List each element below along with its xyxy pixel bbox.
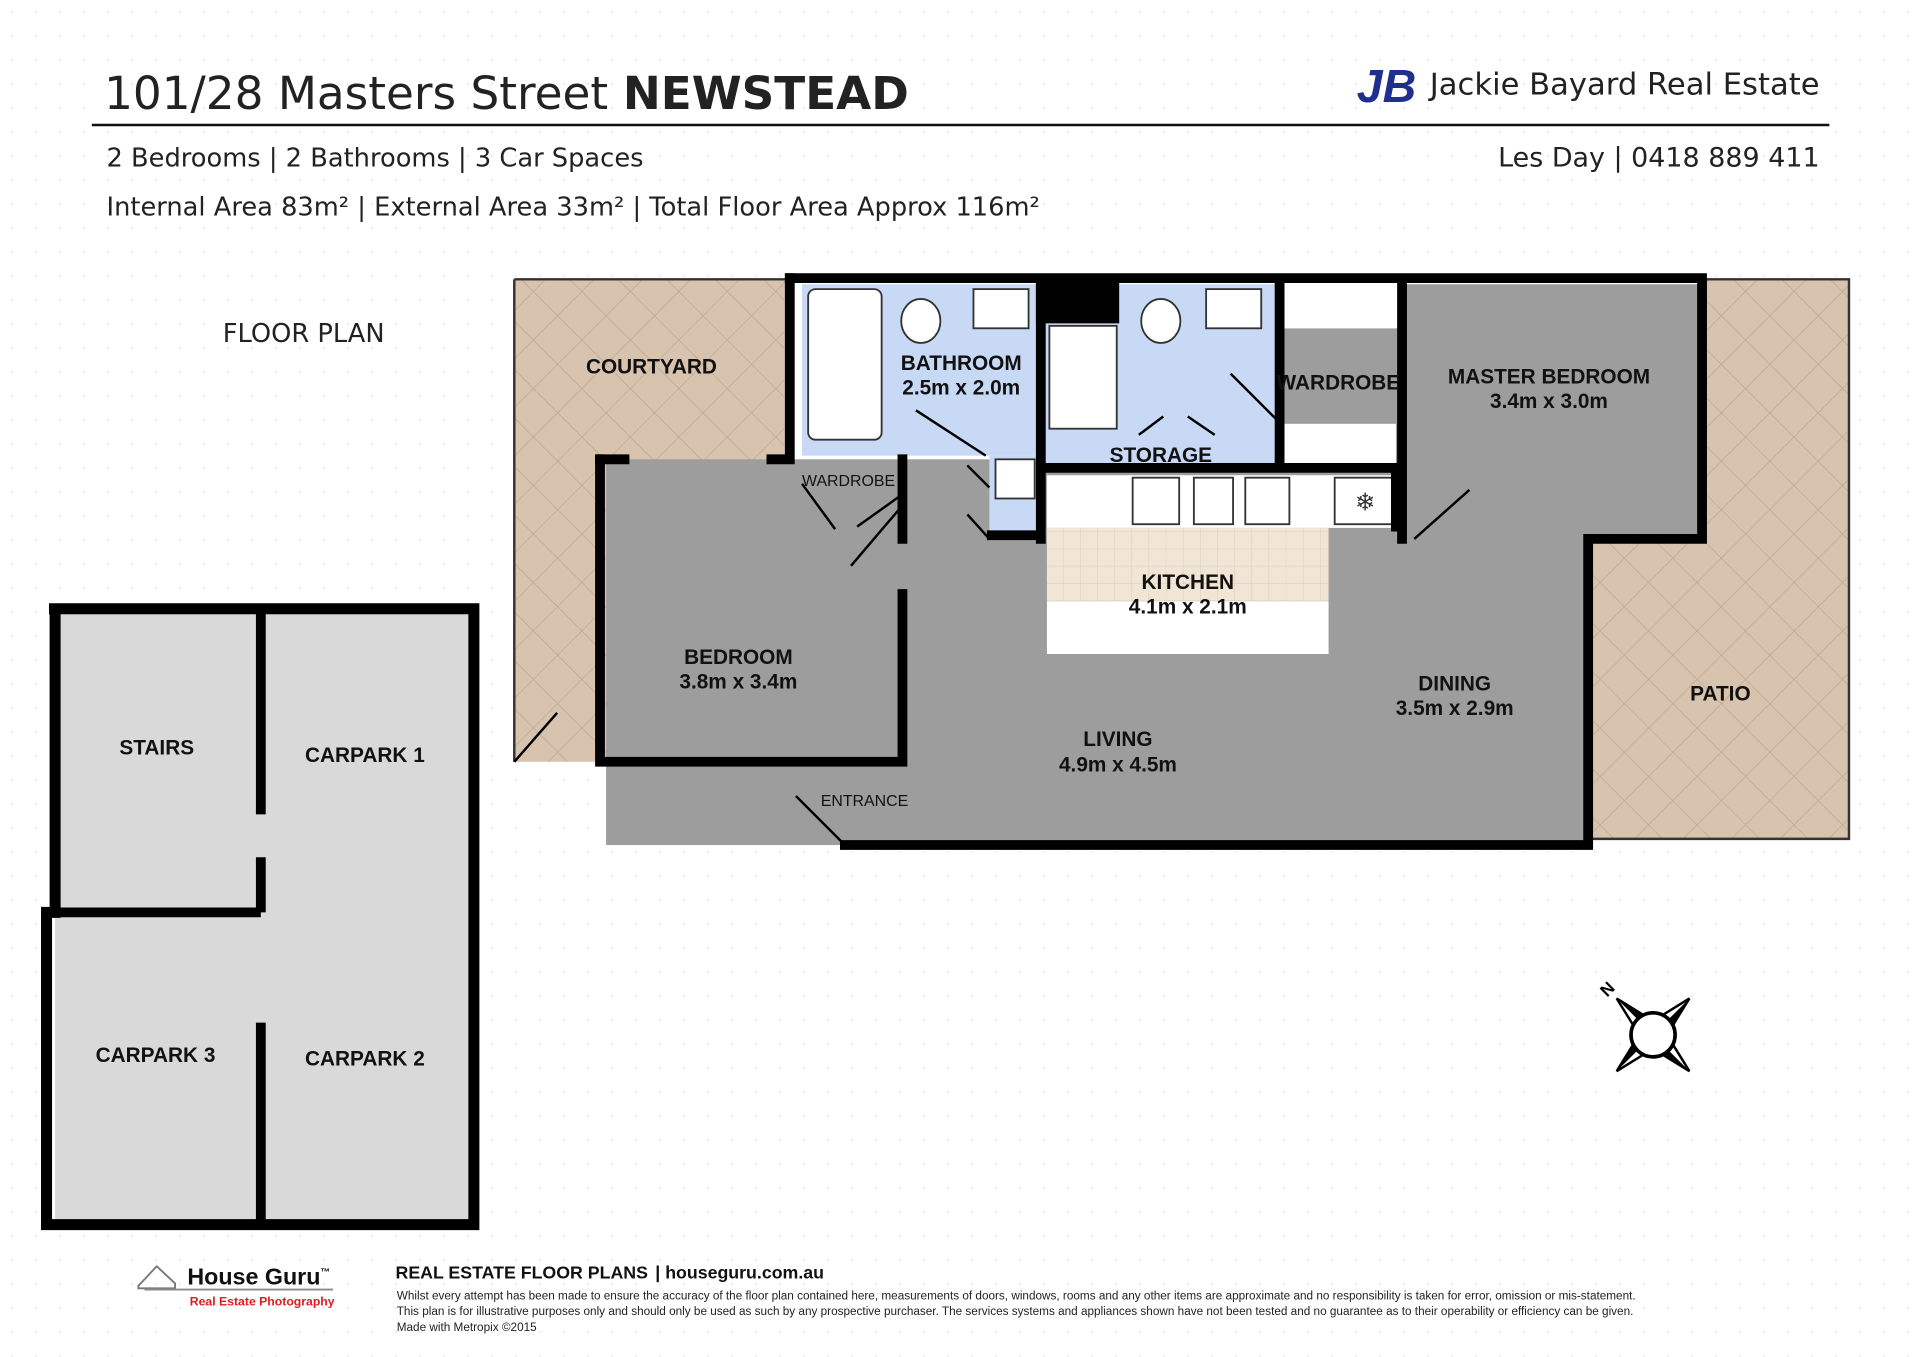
houseguru-tagline: Real Estate Photography xyxy=(190,1294,335,1308)
compass-north-label: N xyxy=(1596,978,1619,1001)
doors xyxy=(513,372,1471,846)
disclaimer-line-2: This plan is for illustrative purposes o… xyxy=(397,1305,1634,1318)
label-carpark-1: CARPARK 1 xyxy=(305,744,425,767)
label-wardrobe-master: WARDROBE xyxy=(1277,372,1401,395)
label-kitchen: KITCHEN xyxy=(1142,571,1234,594)
toilet-icon xyxy=(900,297,942,344)
label-carpark-3: CARPARK 3 xyxy=(96,1044,216,1067)
svg-text:REAL ESTATE FLOOR PLANS| house: REAL ESTATE FLOOR PLANS | houseguru.com.a… xyxy=(396,1263,824,1283)
label-dining: DINING xyxy=(1418,673,1491,696)
room-labels: COURTYARD BATHROOM 2.5m x 2.0m STORAGE W… xyxy=(96,352,1751,1071)
label-bedroom-size: 3.8m x 3.4m xyxy=(679,670,797,693)
walls xyxy=(595,273,1707,850)
laundry-sink-icon xyxy=(994,458,1036,500)
footer: House Guru™ Real Estate Photography REAL… xyxy=(137,1263,1636,1334)
cooktop-icon xyxy=(1131,476,1181,526)
fridge-icon xyxy=(1333,476,1397,526)
label-carpark-2: CARPARK 2 xyxy=(305,1047,425,1070)
snowflake-icon: ❄ xyxy=(1355,488,1376,517)
label-bedroom: BEDROOM xyxy=(684,646,793,669)
label-bathroom: BATHROOM xyxy=(901,352,1022,375)
carpark-block xyxy=(41,603,480,1231)
wine-icon xyxy=(1244,476,1291,526)
label-living: LIVING xyxy=(1083,728,1152,751)
label-master-bedroom: MASTER BEDROOM xyxy=(1448,365,1650,388)
made-with: Made with Metropix ©2015 xyxy=(397,1321,537,1334)
houseguru-logo: House Guru™ xyxy=(187,1264,330,1290)
footer-heading: REAL ESTATE FLOOR PLANS xyxy=(396,1263,649,1283)
basin-icon xyxy=(1205,288,1263,330)
interior-floor xyxy=(606,284,1703,846)
label-master-size: 3.4m x 3.0m xyxy=(1490,390,1608,413)
property-areas: Internal Area 83m² | External Area 33m² … xyxy=(107,193,1040,223)
label-patio: PATIO xyxy=(1690,683,1750,706)
address: 101/28 Masters Street xyxy=(104,67,608,120)
floor-plan-label: FLOOR PLAN xyxy=(223,319,385,349)
bathtub-icon xyxy=(807,288,883,441)
compass-icon: N xyxy=(1596,978,1691,1073)
label-stairs: STAIRS xyxy=(119,736,194,759)
agent-contact: Les Day | 0418 889 411 xyxy=(1498,143,1819,174)
label-courtyard: COURTYARD xyxy=(586,356,717,379)
shower-icon xyxy=(1048,324,1118,430)
label-living-size: 4.9m x 4.5m xyxy=(1059,754,1177,777)
label-wardrobe-bedroom: WARDROBE xyxy=(802,473,895,490)
label-entrance: ENTRANCE xyxy=(821,793,909,810)
sink-icon xyxy=(1192,476,1234,526)
label-bathroom-size: 2.5m x 2.0m xyxy=(902,376,1020,399)
agency-logo: JB xyxy=(1357,60,1416,112)
label-kitchen-size: 4.1m x 2.1m xyxy=(1129,596,1247,619)
patio-area xyxy=(1705,280,1849,839)
label-dining-size: 3.5m x 2.9m xyxy=(1396,697,1514,720)
suburb: NEWSTEAD xyxy=(623,67,909,120)
label-storage: STORAGE xyxy=(1110,444,1213,467)
house-icon xyxy=(137,1264,177,1290)
fixtures xyxy=(807,288,1397,526)
header: 101/28 Masters Street NEWSTEAD JB Jackie … xyxy=(91,60,1830,223)
footer-site-link[interactable]: | houseguru.com.au xyxy=(655,1263,824,1283)
toilet-icon xyxy=(1140,297,1182,344)
property-summary: 2 Bedrooms | 2 Bathrooms | 3 Car Spaces xyxy=(107,144,644,174)
agency-name: Jackie Bayard Real Estate xyxy=(1428,67,1820,102)
disclaimer-line-1: Whilst every attempt has been made to en… xyxy=(397,1289,1636,1302)
basin-icon xyxy=(972,288,1030,330)
